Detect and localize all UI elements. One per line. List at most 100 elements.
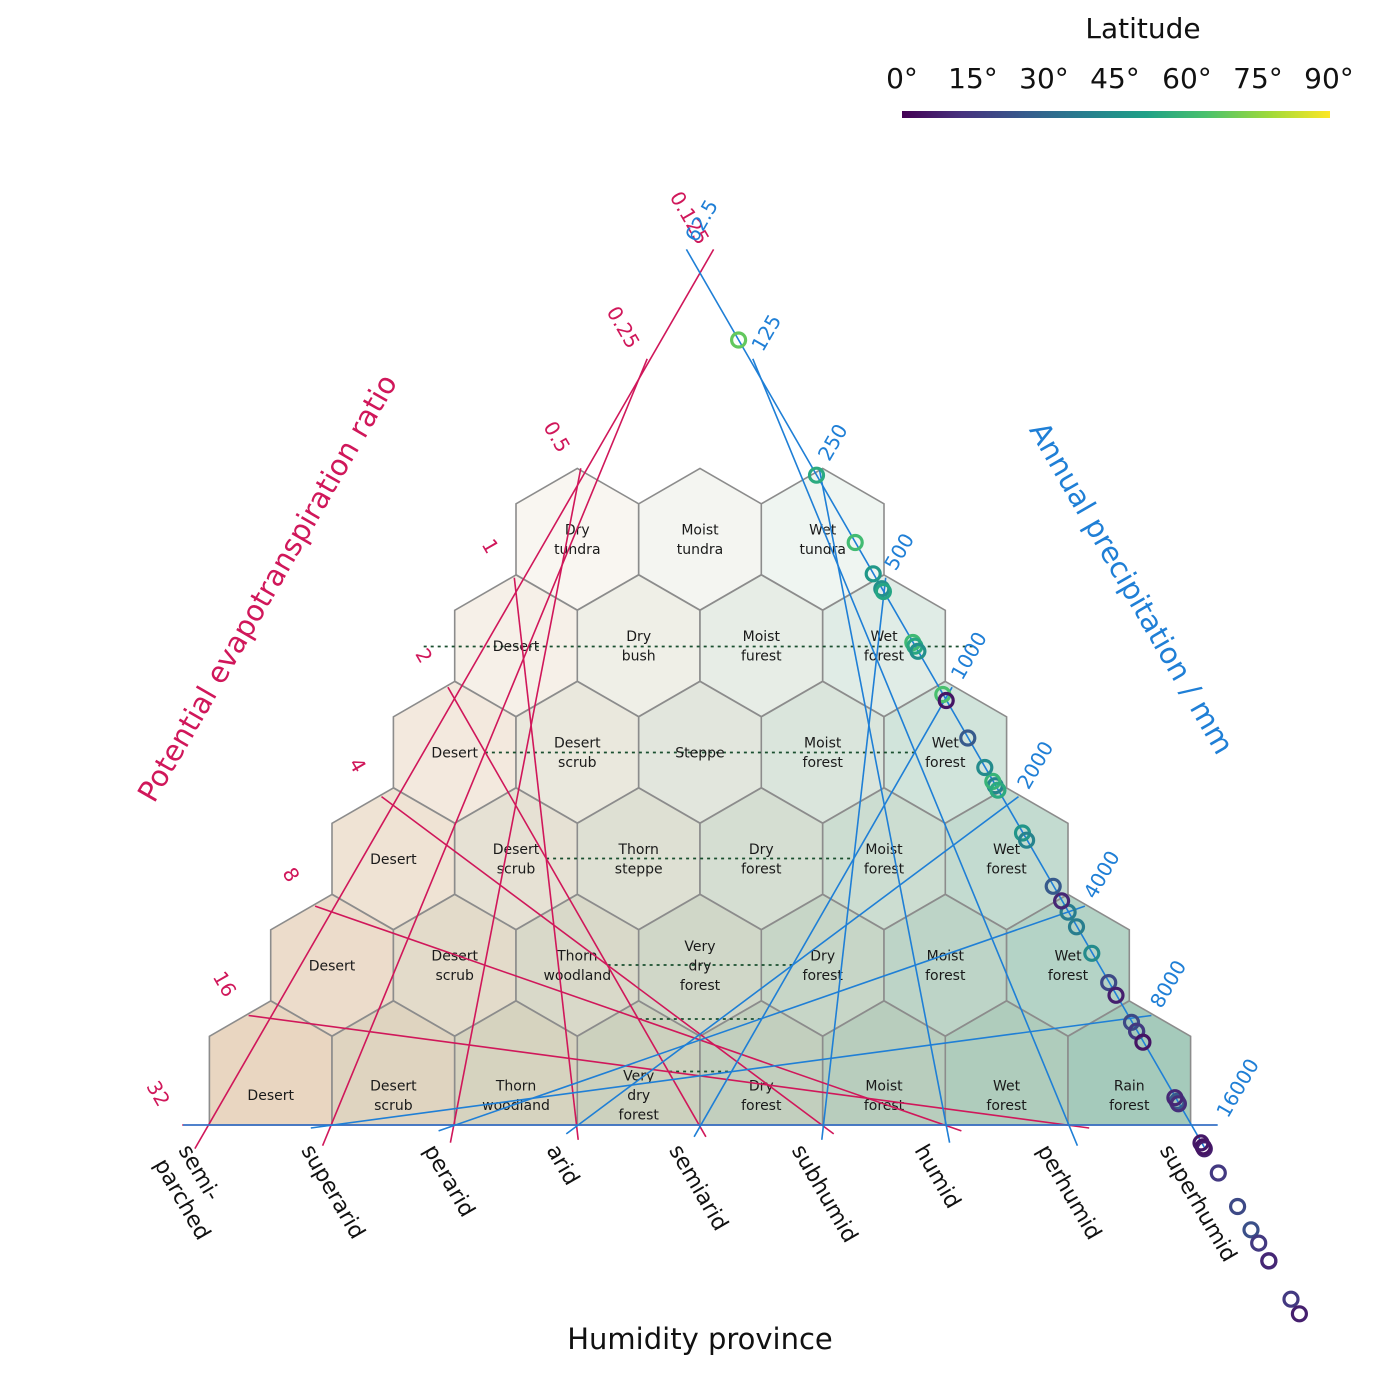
- life-zone-label: Desert: [554, 736, 601, 752]
- data-point: [1282, 1290, 1300, 1308]
- pet-gridline: [381, 795, 835, 1135]
- life-zone-label: forest: [619, 1108, 660, 1124]
- life-zone-label: Wet: [1054, 949, 1082, 965]
- life-zone-label: tundra: [677, 542, 723, 558]
- data-point: [976, 758, 994, 777]
- life-zone-label: Desert: [431, 745, 478, 761]
- data-point: [1083, 944, 1101, 962]
- colorbar-tick-label: 30°: [1019, 62, 1069, 95]
- life-zone-label: Moist: [927, 949, 965, 965]
- life-zone-hexagons: [208, 467, 1192, 1126]
- colorbar-tick-label: 0°: [886, 62, 918, 95]
- data-point: [984, 772, 1002, 791]
- life-zone-label: Steppe: [675, 745, 724, 761]
- colorbar-tick-label: 60°: [1162, 62, 1212, 95]
- life-zone-label: Dry: [749, 1078, 774, 1094]
- pet-gridline: [248, 1014, 1090, 1129]
- pet-tick-label: 32: [142, 1076, 176, 1110]
- data-point: [1260, 1252, 1278, 1270]
- precip-tick-label: 500: [879, 529, 919, 574]
- x-axis-title: Humidity province: [567, 1322, 833, 1356]
- life-zone-label: Desert: [309, 958, 356, 974]
- life-zone-label: forest: [986, 862, 1027, 878]
- data-point: [846, 533, 864, 552]
- life-zone-label: dry: [689, 958, 712, 974]
- life-zone-label: forest: [1048, 968, 1089, 984]
- pet-tick-label: 16: [208, 967, 242, 1001]
- humidity-province-label: arid: [541, 1141, 584, 1190]
- colorbar-gradient: [902, 111, 1330, 118]
- life-zone-label: Wet: [993, 842, 1021, 858]
- data-point: [1067, 918, 1086, 936]
- colorbar-tick-label: 15°: [948, 62, 998, 95]
- humidity-province-label: perhumid: [1031, 1141, 1105, 1245]
- life-zone-label: steppe: [615, 862, 663, 878]
- life-zone-label: Moist: [681, 523, 719, 539]
- data-point: [807, 466, 826, 484]
- life-zone-label: scrub: [435, 968, 474, 984]
- life-zone-label: Desert: [493, 842, 540, 858]
- precip-tick-label: 8000: [1145, 956, 1191, 1012]
- data-point: [874, 582, 893, 601]
- precip-gridline: [565, 795, 1019, 1135]
- data-point: [959, 729, 977, 747]
- life-zone-label: scrub: [374, 1098, 413, 1114]
- precip-tick-label: 125: [746, 310, 786, 355]
- life-zone-label: Desert: [247, 1088, 294, 1104]
- life-zone-label: scrub: [558, 755, 597, 771]
- life-zone-label: forest: [741, 862, 782, 878]
- life-zone-label: forest: [680, 978, 721, 994]
- precip-gridline: [693, 686, 953, 1138]
- data-point: [1107, 986, 1125, 1004]
- life-zone-label: tundra: [554, 542, 600, 558]
- pet-tick-label: 2: [410, 644, 437, 667]
- life-zone-label: bush: [622, 649, 656, 665]
- life-zone-label: Dry: [626, 629, 651, 645]
- pet-gridline: [314, 905, 962, 1132]
- life-zone-label: Desert: [370, 1078, 417, 1094]
- life-zone-label: Thorn: [618, 842, 659, 858]
- life-zone-label: Wet: [870, 629, 898, 645]
- life-zone-label: forest: [986, 1098, 1027, 1114]
- life-zone-label: Dry: [565, 523, 590, 539]
- humidity-province-label: subhumid: [786, 1141, 862, 1248]
- life-zone-labels: DrytundraMoisttundraWettundraDesertDrybu…: [247, 523, 1150, 1124]
- life-zone-label: tundra: [799, 542, 845, 558]
- life-zone-label: forest: [864, 649, 905, 665]
- humidity-province-label: superhumid: [1154, 1141, 1241, 1267]
- life-zone-label: Very: [684, 939, 715, 955]
- colorbar-tick-label: 45°: [1090, 62, 1140, 95]
- life-zone-label: forest: [741, 1098, 782, 1114]
- life-zone-label: Moist: [804, 736, 842, 752]
- pet-tick-label: 0.25: [602, 302, 645, 353]
- precip-tick-label: 1000: [946, 628, 992, 684]
- life-zone-label: Thorn: [495, 1078, 536, 1094]
- humidity-province-label: perarid: [418, 1141, 479, 1222]
- life-zone-label: Dry: [749, 842, 774, 858]
- humidity-province-label: superarid: [296, 1141, 370, 1244]
- latitude-colorbar: Latitude 0°15°30°45°60°75°90°: [886, 12, 1354, 118]
- life-zone-label: Desert: [431, 949, 478, 965]
- humidity-province-label: semiarid: [663, 1141, 732, 1236]
- life-zone-label: woodland: [543, 968, 611, 984]
- pet-tick-label: 8: [278, 863, 305, 886]
- data-point: [1100, 973, 1118, 992]
- precip-axis-title: Annual precipitation / mm: [1023, 416, 1241, 760]
- life-zone-label: forest: [925, 755, 966, 771]
- life-zone-label: Desert: [370, 852, 417, 868]
- data-point: [864, 565, 882, 583]
- life-zone-label: Moist: [743, 629, 781, 645]
- colorbar-tick-label: 75°: [1233, 62, 1283, 95]
- life-zone-label: Moist: [865, 1078, 903, 1094]
- life-zone-label: forest: [803, 755, 844, 771]
- pet-tick-label: 1: [477, 535, 504, 558]
- data-point: [1250, 1234, 1268, 1252]
- life-zone-label: furest: [741, 649, 782, 665]
- colorbar-ticks: 0°15°30°45°60°75°90°: [886, 62, 1354, 95]
- colorbar-title: Latitude: [1085, 12, 1200, 45]
- precip-tick-label: 16000: [1211, 1054, 1264, 1121]
- data-point: [1166, 1089, 1184, 1107]
- data-point: [1134, 1033, 1152, 1051]
- pet-tick-label: 0.5: [539, 417, 576, 457]
